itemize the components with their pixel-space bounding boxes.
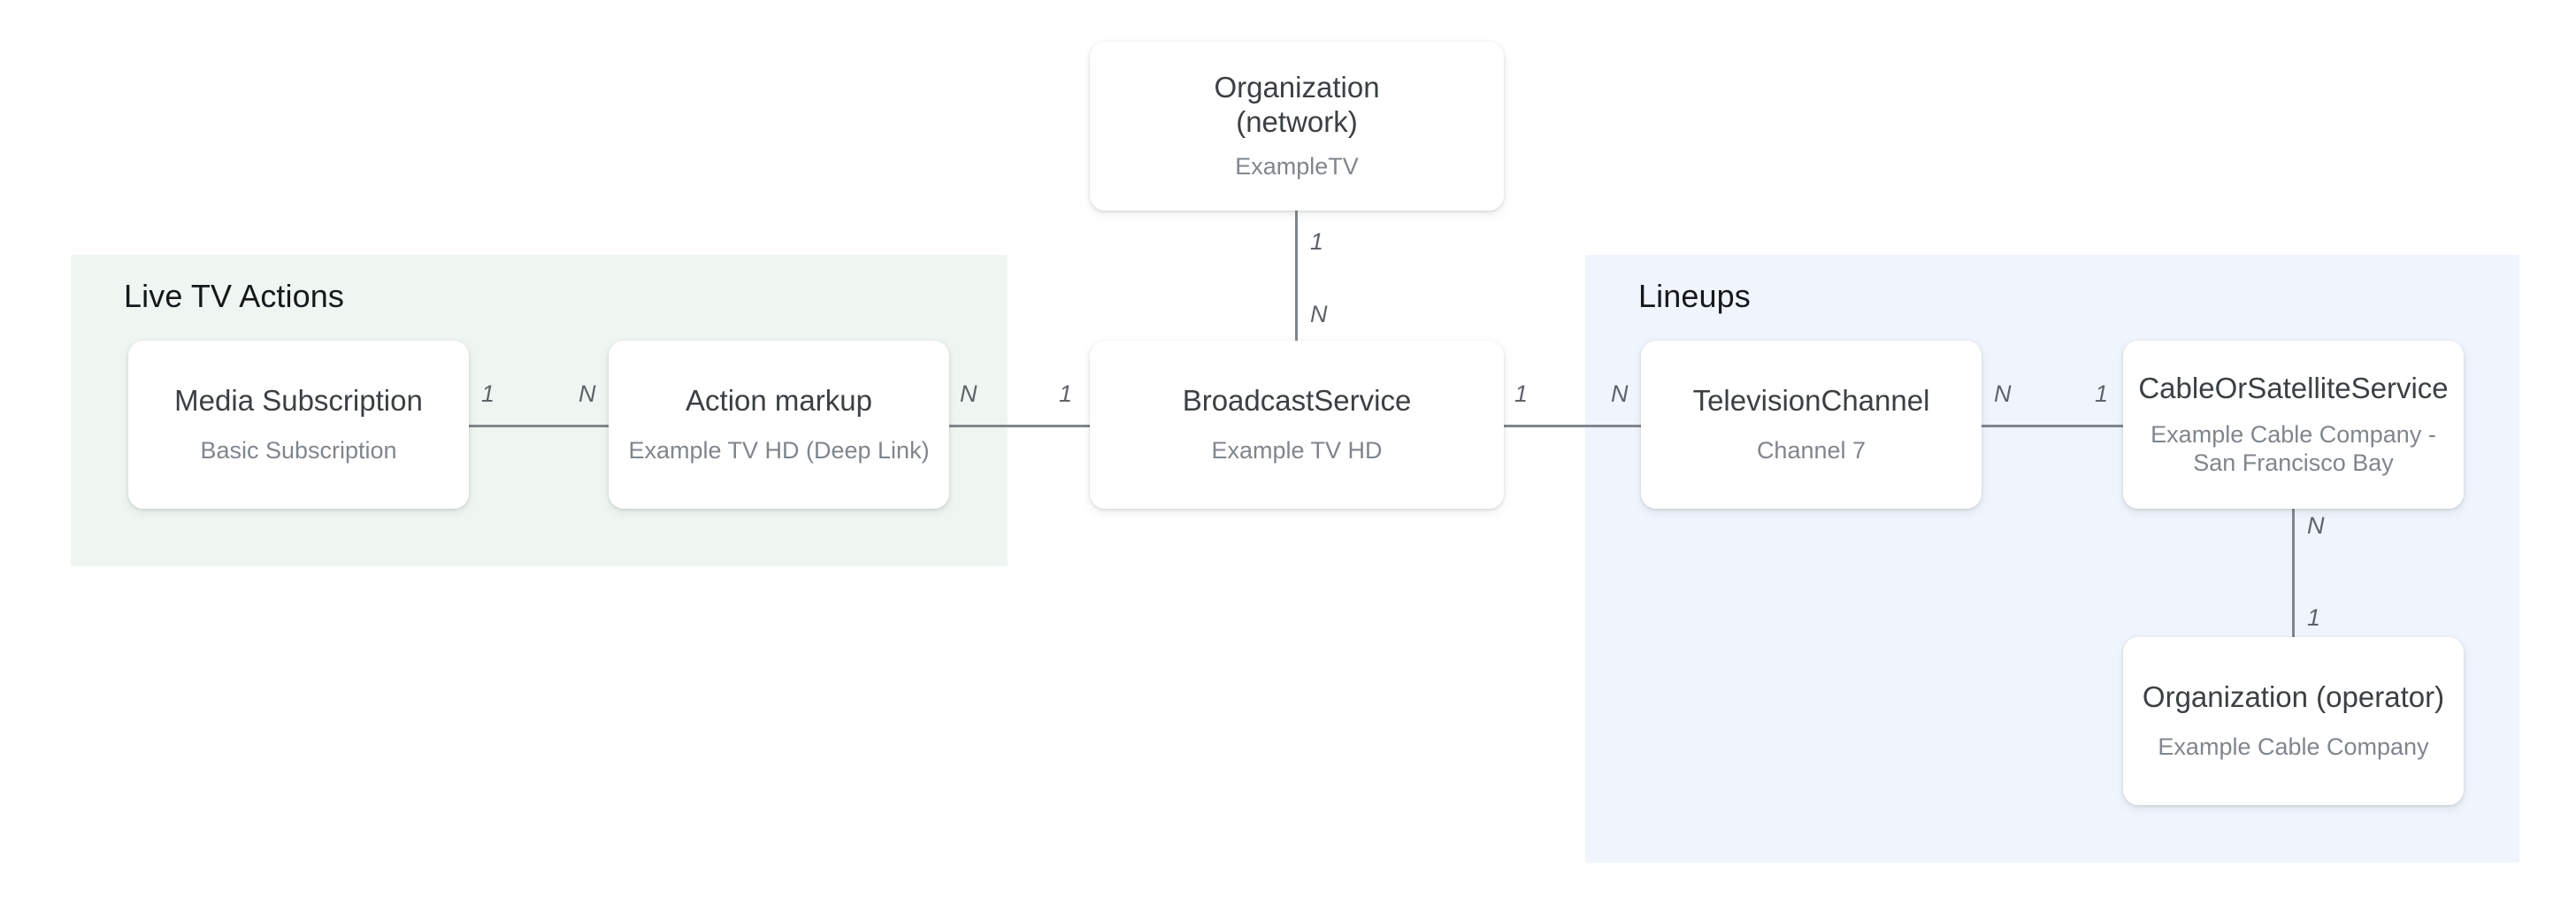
connector-television-channel-to-cable	[1980, 425, 2125, 427]
node-cable-or-satellite-service[interactable]: CableOrSatelliteService Example Cable Co…	[2123, 341, 2464, 509]
cardinality-action-markup-left: N	[579, 380, 596, 407]
cardinality-action-markup-right: N	[960, 380, 978, 407]
node-title-line2: (network)	[1236, 105, 1358, 139]
node-subtitle-cable-or-satellite-service: Example Cable Company - San Francisco Ba…	[2150, 420, 2436, 477]
connector-broadcast-to-television-channel	[1502, 425, 1643, 427]
node-television-channel[interactable]: TelevisionChannel Channel 7	[1641, 341, 1982, 509]
node-title-television-channel: TelevisionChannel	[1692, 384, 1930, 418]
node-title-cable-or-satellite-service: CableOrSatelliteService	[2138, 371, 2449, 404]
connector-org-network-to-broadcast	[1295, 211, 1298, 342]
node-title-line1: Organization	[1214, 71, 1380, 104]
node-title-action-markup: Action markup	[686, 384, 872, 418]
cardinality-media-subscription-right: 1	[481, 380, 495, 407]
connector-media-subscription-to-action-markup	[467, 425, 610, 427]
node-title-broadcast-service: BroadcastService	[1182, 384, 1412, 418]
cardinality-television-channel-left: N	[1611, 380, 1629, 407]
node-organization-operator[interactable]: Organization (operator) Example Cable Co…	[2123, 637, 2464, 805]
cardinality-television-channel-right: N	[1994, 380, 2012, 407]
group-title-live-tv-actions: Live TV Actions	[124, 278, 344, 314]
cardinality-cable-left: 1	[2095, 380, 2109, 407]
connector-cable-to-org-operator	[2292, 507, 2295, 640]
node-subtitle-television-channel: Channel 7	[1756, 437, 1867, 464]
connector-action-markup-to-broadcast	[947, 425, 1092, 427]
cardinality-broadcast-top: N	[1310, 301, 1328, 327]
node-title-media-subscription: Media Subscription	[174, 384, 423, 418]
node-subtitle-organization-network: ExampleTV	[1235, 152, 1359, 180]
node-subtitle-media-subscription: Basic Subscription	[200, 437, 397, 464]
group-title-lineups: Lineups	[1638, 278, 1751, 314]
node-subtitle-action-markup: Example TV HD (Deep Link)	[628, 437, 930, 464]
cardinality-broadcast-left: 1	[1059, 380, 1073, 407]
node-subtitle-organization-operator: Example Cable Company	[2158, 733, 2429, 760]
node-action-markup[interactable]: Action markup Example TV HD (Deep Link)	[609, 341, 949, 509]
node-organization-network[interactable]: Organization (network) ExampleTV	[1090, 42, 1504, 211]
node-title-organization-operator: Organization (operator)	[2142, 680, 2445, 714]
node-media-subscription[interactable]: Media Subscription Basic Subscription	[128, 341, 469, 509]
node-broadcast-service[interactable]: BroadcastService Example TV HD	[1090, 341, 1504, 509]
cardinality-org-operator-top: 1	[2307, 604, 2321, 631]
cardinality-org-network-bottom: 1	[1310, 228, 1324, 255]
cardinality-broadcast-right: 1	[1514, 380, 1529, 407]
node-subtitle-broadcast-service: Example TV HD	[1211, 437, 1383, 464]
node-title-organization-network: Organization (network)	[1214, 71, 1379, 140]
cardinality-cable-bottom: N	[2307, 512, 2325, 539]
